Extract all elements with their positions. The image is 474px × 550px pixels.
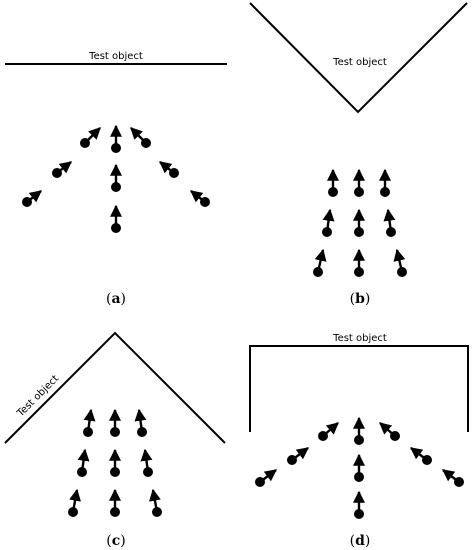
sensor-c-5: [109, 448, 121, 477]
sensor-d-6: [353, 490, 365, 519]
direction-arrow: [130, 127, 147, 144]
sensor-b-2: [353, 168, 365, 197]
direction-arrow: [393, 248, 406, 273]
sensor-b-5: [353, 208, 365, 237]
sensor-b-1: [327, 168, 339, 197]
sensor-d-7: [379, 422, 400, 441]
sensor-c-2: [109, 408, 121, 437]
sensor-array-b: [313, 168, 407, 277]
test-object-label-d: Test object: [332, 333, 387, 344]
sensor-a-9: [190, 190, 210, 207]
sensor-d-8: [410, 447, 432, 465]
direction-arrow: [140, 448, 153, 473]
direction-arrow: [379, 422, 396, 437]
direction-arrow: [26, 190, 42, 203]
sensor-d-5: [353, 453, 365, 482]
direction-arrow: [84, 127, 101, 144]
sensor-c-3: [134, 408, 147, 437]
direction-arrow: [442, 469, 460, 483]
sensor-c-8: [109, 488, 121, 517]
sensor-d-9: [442, 469, 464, 487]
panel-c: Test object (c): [4, 331, 226, 549]
sensor-array-a: [22, 124, 210, 233]
sensor-c-6: [140, 448, 153, 477]
sensor-array-c: [68, 408, 162, 517]
sensor-b-8: [353, 248, 365, 277]
sensor-c-7: [68, 488, 81, 517]
sensor-b-4: [322, 208, 335, 237]
direction-arrow: [190, 190, 206, 203]
test-object-d: [249, 345, 469, 432]
panel-b: Test object (b): [249, 2, 468, 307]
test-object-b: [249, 2, 468, 114]
sensor-c-4: [77, 448, 90, 477]
test-object-c: [4, 331, 226, 444]
sensor-a-3: [80, 127, 101, 148]
sensor-a-8: [159, 161, 179, 178]
sensor-c-1: [83, 408, 96, 437]
sensor-b-6: [383, 208, 396, 237]
panel-label-b: (b): [350, 291, 371, 307]
sensor-array-d: [255, 416, 464, 519]
direction-arrow: [83, 408, 96, 433]
sensor-b-7: [313, 248, 327, 277]
panel-a: Test object (a): [5, 51, 227, 307]
sensor-a-1: [22, 190, 42, 207]
direction-arrow: [322, 422, 339, 437]
panel-label-a: (a): [106, 291, 126, 307]
direction-arrow: [149, 488, 161, 513]
panel-label-d: (d): [350, 533, 371, 549]
direction-arrow: [410, 447, 428, 461]
sensor-d-3: [318, 422, 339, 441]
sensor-d-1: [255, 469, 277, 487]
direction-arrow: [134, 408, 147, 433]
direction-arrow: [159, 161, 175, 174]
direction-arrow: [69, 488, 81, 513]
direction-arrow: [77, 448, 90, 473]
test-object-label-b: Test object: [332, 57, 387, 68]
sensor-b-9: [393, 248, 407, 277]
direction-arrow: [322, 208, 335, 233]
panel-label-c: (c): [106, 533, 125, 549]
direction-arrow: [56, 161, 72, 174]
direction-arrow: [291, 447, 309, 461]
direction-arrow: [383, 208, 396, 233]
panel-d: Test object (d): [249, 333, 469, 549]
sensor-c-9: [149, 488, 162, 517]
sensor-d-4: [353, 416, 365, 445]
direction-arrow: [259, 469, 277, 483]
sensor-b-3: [379, 168, 391, 197]
test-object-label-a: Test object: [88, 51, 143, 62]
sensor-a-4: [110, 124, 122, 153]
sensor-a-2: [52, 161, 72, 178]
sensor-a-7: [130, 127, 151, 148]
sensor-a-6: [110, 204, 122, 233]
sensor-a-5: [110, 163, 122, 192]
direction-arrow: [314, 248, 327, 273]
test-object-label-c: Test object: [15, 373, 62, 420]
sensor-d-2: [287, 447, 309, 465]
